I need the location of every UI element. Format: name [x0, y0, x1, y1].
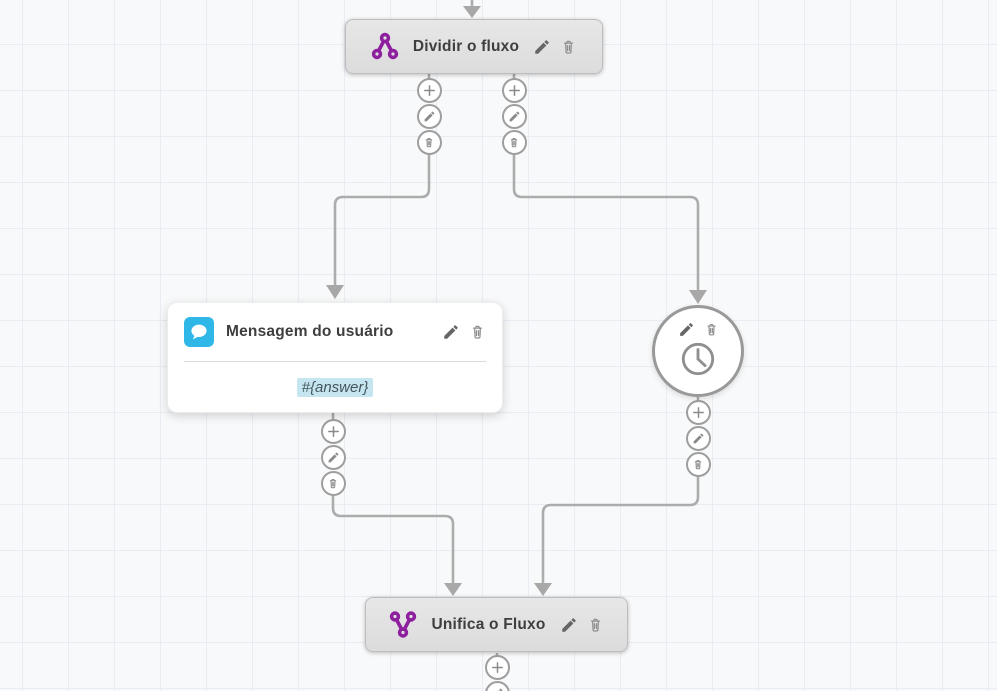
pencil-icon — [508, 110, 521, 123]
plus-icon — [326, 424, 341, 439]
add-connection-button[interactable] — [685, 399, 711, 425]
user-message-node[interactable]: Mensagem do usuário — [167, 302, 503, 413]
add-connection-button[interactable] — [501, 77, 527, 103]
plus-icon — [490, 660, 505, 675]
delete-connection-button[interactable] — [501, 129, 527, 155]
trash-icon — [327, 477, 339, 490]
split-flow-icon — [371, 32, 399, 61]
chat-bubble-icon — [184, 317, 214, 347]
variable-chip: #{answer} — [296, 378, 374, 397]
edit-connection-button[interactable] — [320, 444, 346, 470]
trash-icon — [692, 458, 704, 471]
pencil-icon — [327, 451, 340, 464]
delete-node-button[interactable] — [704, 321, 719, 338]
pencil-icon — [533, 38, 551, 56]
add-connection-button[interactable] — [416, 77, 442, 103]
trash-icon — [560, 38, 577, 56]
edit-connection-button[interactable] — [484, 680, 510, 691]
trash-icon — [508, 136, 520, 149]
merge-flow-icon — [389, 610, 417, 639]
edit-node-button[interactable] — [533, 38, 551, 56]
pencil-icon — [423, 110, 436, 123]
edit-node-button[interactable] — [678, 321, 695, 338]
edit-node-button[interactable] — [442, 323, 460, 341]
edge-wait-to-merge — [534, 476, 700, 596]
trash-icon — [469, 323, 486, 341]
delete-node-button[interactable] — [469, 323, 486, 341]
node-title: Dividir o fluxo — [412, 37, 520, 55]
edge-split-left-to-user-message — [326, 154, 431, 299]
plus-icon — [507, 83, 522, 98]
delete-node-button[interactable] — [587, 616, 604, 634]
delete-node-button[interactable] — [560, 38, 577, 56]
user-message-output-ports — [320, 418, 346, 496]
pencil-icon — [442, 323, 460, 341]
wait-output-ports — [685, 399, 711, 477]
node-title: Mensagem do usuário — [226, 323, 394, 340]
merge-output-ports — [484, 654, 510, 691]
merge-flow-node[interactable]: Unifica o Fluxo — [365, 597, 628, 652]
node-title: Unifica o Fluxo — [431, 615, 546, 633]
plus-icon — [422, 83, 437, 98]
split-output-left-ports — [416, 77, 442, 155]
edit-connection-button[interactable] — [501, 103, 527, 129]
split-output-right-ports — [501, 77, 527, 155]
trash-icon — [587, 616, 604, 634]
add-connection-button[interactable] — [320, 418, 346, 444]
trash-icon — [423, 136, 435, 149]
pencil-icon — [678, 321, 695, 338]
add-connection-button[interactable] — [484, 654, 510, 680]
edit-connection-button[interactable] — [416, 103, 442, 129]
split-flow-node[interactable]: Dividir o fluxo — [345, 19, 603, 74]
pencil-icon — [491, 687, 504, 691]
edge-user-message-to-merge — [331, 495, 462, 596]
header-divider — [184, 361, 486, 362]
plus-icon — [691, 405, 706, 420]
pencil-icon — [692, 432, 705, 445]
pencil-icon — [560, 616, 578, 634]
edge-split-right-to-wait — [512, 154, 707, 304]
delete-connection-button[interactable] — [685, 451, 711, 477]
wait-node[interactable] — [652, 305, 744, 397]
edit-connection-button[interactable] — [685, 425, 711, 451]
trash-icon — [704, 321, 719, 338]
delete-connection-button[interactable] — [320, 470, 346, 496]
delete-connection-button[interactable] — [416, 129, 442, 155]
clock-icon — [679, 340, 717, 378]
edit-node-button[interactable] — [560, 616, 578, 634]
edge-into-split-node — [463, 0, 481, 18]
